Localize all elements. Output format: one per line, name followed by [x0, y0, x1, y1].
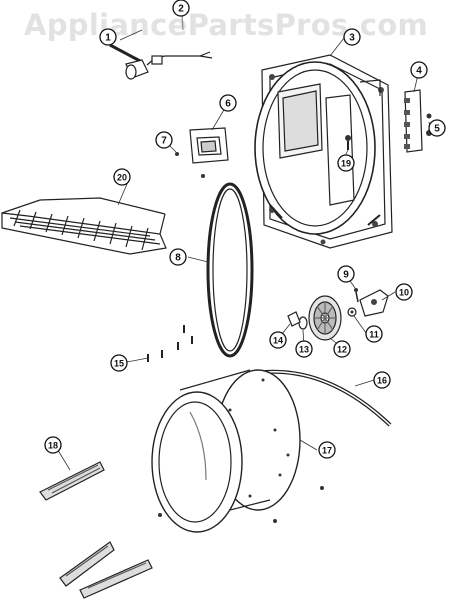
- callout-number: 16: [377, 376, 387, 386]
- callout-11: 11: [365, 325, 383, 343]
- callout-16: 16: [373, 371, 391, 389]
- callout-10: 10: [395, 283, 413, 301]
- part-19-screw: [345, 135, 351, 150]
- part-15-screws: [147, 325, 193, 362]
- callout-number: 9: [343, 270, 349, 281]
- callout-9: 9: [337, 265, 355, 283]
- callout-15: 15: [110, 354, 128, 372]
- callout-circle: [295, 340, 313, 358]
- part-3-rear-bulkhead: [254, 54, 393, 249]
- callout-circle: [269, 331, 287, 349]
- callout-circle: [99, 28, 117, 46]
- callout-7: 7: [155, 131, 173, 149]
- callout-circle: [337, 154, 355, 172]
- callout-12: 12: [333, 340, 351, 358]
- callout-number: 3: [349, 33, 355, 44]
- callout-circle: [337, 265, 355, 283]
- callout-circle: [410, 61, 428, 79]
- callout-3: 3: [343, 28, 361, 46]
- callout-circle: [169, 248, 187, 266]
- callout-6: 6: [219, 94, 237, 112]
- part-20-drying-rack: [1, 197, 167, 255]
- callout-number: 14: [273, 336, 283, 346]
- part-9-screw: [354, 288, 359, 303]
- callout-4: 4: [410, 61, 428, 79]
- callout-circle: [110, 354, 128, 372]
- part-8-drum-seal: [206, 182, 254, 358]
- callout-circle: [395, 283, 413, 301]
- callout-number: 7: [161, 136, 167, 147]
- callout-18: 18: [44, 436, 62, 454]
- callout-circle: [333, 340, 351, 358]
- callout-13: 13: [295, 340, 313, 358]
- callout-number: 19: [341, 159, 351, 169]
- callout-number: 11: [369, 330, 379, 340]
- part-7-screw: [175, 152, 179, 156]
- callout-number: 15: [114, 359, 124, 369]
- part-6-bracket: [189, 127, 229, 164]
- callout-19: 19: [337, 154, 355, 172]
- callout-number: 5: [434, 124, 440, 135]
- part-14-clip: [287, 311, 301, 327]
- callout-number: 17: [322, 446, 332, 456]
- callout-number: 18: [48, 441, 58, 451]
- part-18-drum-baffles: [39, 461, 153, 599]
- part-12-rear-drum-plate: [308, 295, 342, 341]
- callout-circle: [172, 0, 190, 17]
- part-16-drum-belt: [264, 369, 392, 427]
- callout-number: 4: [416, 66, 422, 77]
- part-13-washer: [298, 316, 308, 330]
- callout-number: 20: [117, 173, 127, 183]
- callout-circle: [113, 168, 131, 186]
- callout-circle: [365, 325, 383, 343]
- callout-circle: [44, 436, 62, 454]
- part-4-terminal-block: [404, 89, 423, 153]
- callout-circle: [155, 131, 173, 149]
- callout-circle: [428, 119, 446, 137]
- part-11-nut: [347, 307, 357, 317]
- callout-circle: [318, 441, 336, 459]
- callout-17: 17: [318, 441, 336, 459]
- callout-14: 14: [269, 331, 287, 349]
- part-10-bearing-bracket: [359, 289, 389, 317]
- part-2-wire-harness: [146, 13, 213, 66]
- callout-circle: [373, 371, 391, 389]
- callout-circle: [343, 28, 361, 46]
- callout-number: 12: [337, 345, 347, 355]
- callout-5: 5: [428, 119, 446, 137]
- callout-number: 1: [105, 33, 111, 44]
- callout-number: 2: [178, 4, 184, 15]
- callout-number: 6: [225, 99, 231, 110]
- part-17-drum: [151, 369, 301, 533]
- callout-number: 13: [299, 345, 309, 355]
- callout-2: 2: [172, 0, 190, 17]
- callout-1: 1: [99, 28, 117, 46]
- part-1-thermistor: [109, 43, 149, 80]
- callout-number: 8: [175, 253, 181, 264]
- callout-8: 8: [169, 248, 187, 266]
- callout-20: 20: [113, 168, 131, 186]
- callout-number: 10: [399, 288, 409, 298]
- callout-circle: [219, 94, 237, 112]
